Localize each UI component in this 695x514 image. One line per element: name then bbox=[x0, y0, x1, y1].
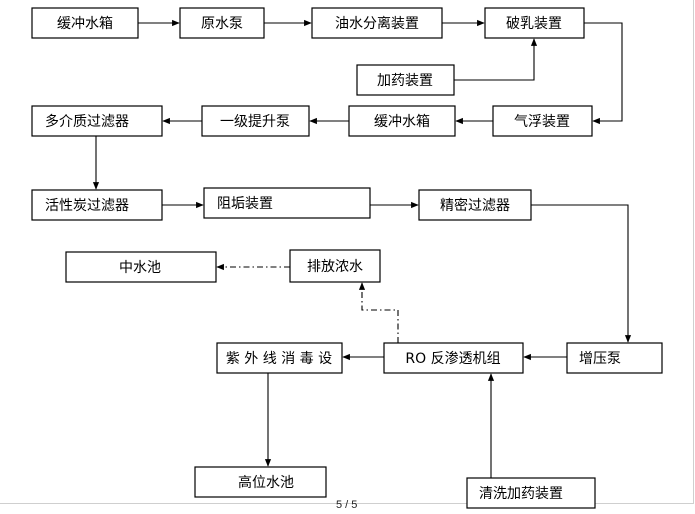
arrow-dosing-to-demulsifier bbox=[454, 38, 538, 81]
box-reclaimed-pool: 中水池 bbox=[65, 251, 217, 283]
box-booster-pump: 增压泵 bbox=[566, 342, 663, 374]
svg-text:中水池: 中水池 bbox=[119, 260, 161, 276]
svg-text:增压泵: 增压泵 bbox=[579, 351, 621, 367]
svg-text:高位水池: 高位水池 bbox=[238, 474, 294, 491]
box-lift-pump: 一级提升泵 bbox=[201, 105, 310, 137]
arrow-ro-to-discharge bbox=[358, 282, 399, 343]
box-uv-disinfection: 紫 外 线 消 毒 设 bbox=[216, 342, 343, 374]
box-concentrate-discharge: 排放浓水 bbox=[289, 249, 381, 283]
box-multi-media-filter: 多介质过滤器 bbox=[31, 105, 163, 137]
box-air-flotation: 气浮装置 bbox=[492, 105, 593, 137]
svg-text:油水分离装置: 油水分离装置 bbox=[335, 15, 419, 32]
arrow-precision-to-booster bbox=[531, 204, 632, 343]
page-number: 5 / 5 bbox=[336, 499, 358, 511]
svg-text:缓冲水箱: 缓冲水箱 bbox=[374, 114, 430, 130]
box-carbon-filter: 活性炭过滤器 bbox=[31, 189, 163, 221]
svg-text:阻垢装置: 阻垢装置 bbox=[217, 196, 273, 212]
svg-text:加药装置: 加药装置 bbox=[377, 73, 433, 89]
box-ro-unit: RO 反渗透机组 bbox=[383, 342, 524, 374]
box-precision-filter: 精密过滤器 bbox=[418, 189, 532, 221]
box-oil-water-separator: 油水分离装置 bbox=[311, 7, 443, 39]
box-buffer-tank-2: 缓冲水箱 bbox=[348, 105, 456, 137]
svg-text:气浮装置: 气浮装置 bbox=[514, 114, 570, 130]
box-cleaning-dosing: 清洗加药装置 bbox=[466, 477, 596, 509]
svg-text:活性炭过滤器: 活性炭过滤器 bbox=[45, 198, 129, 214]
box-dosing: 加药装置 bbox=[356, 64, 455, 96]
box-demulsifier: 破乳装置 bbox=[484, 7, 585, 39]
svg-text:紫 外 线 消 毒 设: 紫 外 线 消 毒 设 bbox=[226, 351, 332, 367]
svg-text:破乳装置: 破乳装置 bbox=[506, 16, 562, 32]
box-high-tank: 高位水池 bbox=[194, 466, 327, 498]
svg-text:精密过滤器: 精密过滤器 bbox=[440, 197, 510, 214]
svg-text:清洗加药装置: 清洗加药装置 bbox=[479, 486, 563, 502]
page-frame bbox=[0, 0, 694, 504]
svg-text:原水泵: 原水泵 bbox=[201, 16, 243, 32]
svg-text:缓冲水箱: 缓冲水箱 bbox=[57, 16, 113, 32]
svg-text:RO 反渗透机组: RO 反渗透机组 bbox=[405, 351, 500, 367]
box-buffer-tank-1: 缓冲水箱 bbox=[31, 7, 139, 39]
svg-text:排放浓水: 排放浓水 bbox=[307, 259, 363, 275]
svg-text:一级提升泵: 一级提升泵 bbox=[220, 114, 290, 130]
box-raw-pump: 原水泵 bbox=[179, 7, 265, 39]
svg-text:多介质过滤器: 多介质过滤器 bbox=[45, 113, 129, 130]
arrow-demulsifier-to-airfloat bbox=[584, 22, 623, 125]
box-antiscalant: 阻垢装置 bbox=[203, 187, 371, 219]
